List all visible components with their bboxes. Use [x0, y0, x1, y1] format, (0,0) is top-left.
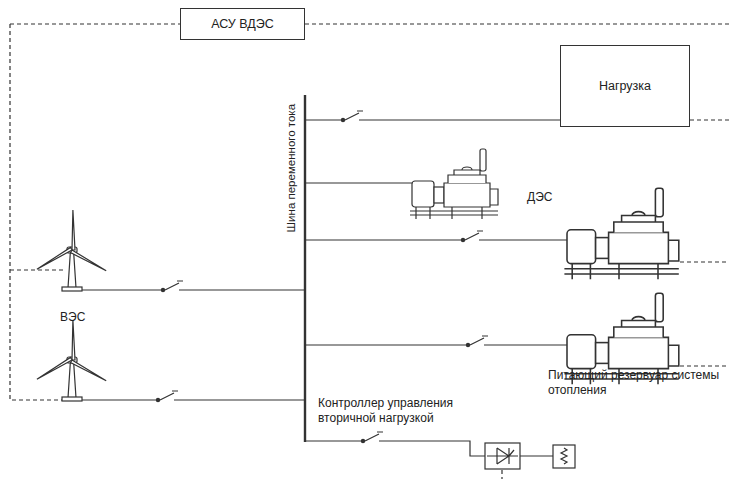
text-label: Контроллер управления вторичной нагрузко…: [316, 396, 460, 426]
switch-symbol: [345, 111, 363, 120]
stroke: [410, 207, 498, 219]
switch-symbol: [465, 231, 483, 240]
stroke: [448, 170, 486, 183]
stroke: [567, 230, 596, 264]
stroke: [668, 345, 678, 366]
stroke: [412, 181, 434, 207]
stroke: [609, 337, 669, 368]
stroke: [72, 210, 75, 250]
diesel-genset: [410, 149, 498, 219]
control-lines: [10, 24, 729, 479]
switch-dot: [156, 398, 159, 401]
stroke: [668, 240, 678, 261]
stroke: [614, 321, 663, 338]
switch-gap: [465, 237, 479, 243]
switch-dot: [466, 343, 469, 346]
switch-dot: [341, 118, 344, 121]
stroke: [632, 317, 645, 321]
text-label: Питающий резервуар системы отопления: [548, 368, 726, 398]
switch-gap: [345, 117, 359, 123]
wind-turbines: [37, 210, 106, 401]
switch-symbol: [365, 432, 383, 441]
block-box: АСУ ВДЭС: [180, 8, 305, 40]
switch-symbol: [165, 281, 183, 290]
stroke: [632, 212, 645, 216]
diesel-genset: [564, 188, 678, 279]
stroke: [490, 189, 498, 205]
switch-symbol: [160, 391, 178, 400]
wind-turbine: [37, 320, 106, 401]
stroke: [609, 232, 669, 263]
stroke: [71, 360, 107, 381]
feeders: [80, 120, 567, 456]
switch-gap: [165, 287, 179, 293]
stroke: [62, 397, 82, 401]
heater-symbol: [553, 445, 575, 468]
stroke: [614, 216, 663, 233]
diesel-gensets: [410, 149, 679, 384]
text-label: ДЭС: [527, 190, 552, 205]
stroke: [655, 188, 663, 217]
switch-dot: [461, 238, 464, 241]
box-label: Нагрузка: [599, 79, 651, 94]
stroke: [596, 343, 609, 364]
ac-bus: [304, 95, 306, 442]
switch-gap: [365, 438, 379, 444]
stroke: [37, 357, 72, 379]
stroke: [62, 287, 82, 291]
stroke: [444, 183, 490, 207]
stroke: [567, 335, 596, 369]
stroke: [480, 149, 486, 171]
wind-turbine: [37, 210, 106, 291]
stroke: [596, 238, 609, 259]
switch-symbol: [470, 336, 488, 345]
stroke: [37, 247, 72, 269]
text-label: ВЭС: [60, 310, 85, 325]
switch-dot: [361, 439, 364, 442]
box-label: АСУ ВДЭС: [211, 17, 274, 32]
stroke: [71, 250, 107, 271]
thyristor-converter: [485, 443, 520, 469]
switch-gap: [160, 397, 174, 403]
stroke: [68, 250, 76, 288]
stroke: [564, 264, 678, 280]
bus-label: Шина переменного тока: [284, 104, 298, 232]
stroke: [434, 187, 444, 203]
stroke: [72, 320, 75, 360]
switch-dot: [161, 288, 164, 291]
switch-gap: [470, 342, 484, 348]
stroke: [68, 360, 76, 398]
stroke: [655, 293, 663, 322]
stroke: [462, 167, 472, 170]
block-box: Нагрузка: [560, 45, 690, 127]
switches: [156, 111, 488, 444]
